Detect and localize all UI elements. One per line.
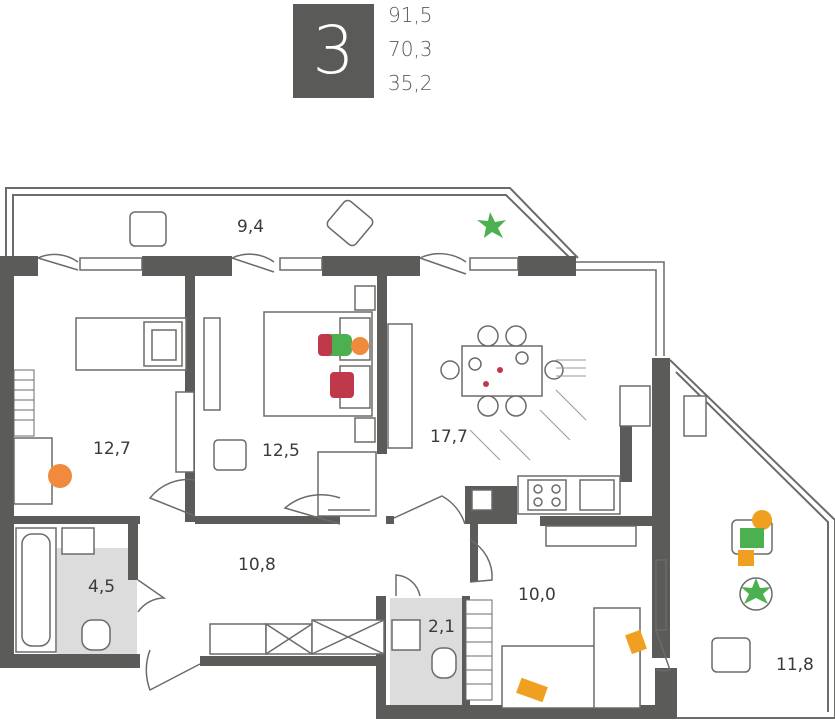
kitchen-counter	[517, 385, 651, 515]
room-label-kitchen-living: 17,7	[430, 427, 468, 447]
bed-single	[75, 317, 187, 371]
room-label-bedroom-right: 10,0	[518, 585, 556, 605]
windows	[79, 257, 667, 631]
nightstand-top	[354, 285, 376, 311]
wc-fixtures	[391, 619, 457, 679]
person-sleeping	[318, 334, 369, 398]
loggia-right-outline	[669, 359, 835, 719]
armchair-middle	[213, 439, 247, 471]
room-label-bedroom-middle: 12,5	[262, 441, 300, 461]
nightstand-bottom	[354, 417, 376, 443]
room-label-loggia-right: 11,8	[776, 655, 814, 675]
room-label-wc: 2,1	[428, 617, 455, 637]
fruit-2	[497, 367, 503, 373]
room-label-bathroom: 4,5	[88, 577, 115, 597]
fruit	[483, 381, 489, 387]
rooms-count: 3	[312, 12, 355, 89]
total-area: 91,5	[388, 3, 433, 27]
wardrobe-kitchen	[387, 323, 413, 449]
wardrobe-middle	[317, 451, 377, 517]
pillow-orange	[625, 629, 647, 655]
living-area: 70,3	[388, 37, 433, 61]
bed-double	[263, 311, 373, 417]
rug-kitchen	[469, 359, 587, 461]
rooms-count-badge: 3	[293, 4, 374, 98]
desk-left	[13, 437, 72, 505]
rooms-area: 35,2	[388, 71, 433, 95]
loggia-chair-3	[711, 637, 751, 673]
person-reading	[731, 510, 773, 566]
washbasin	[61, 527, 95, 555]
shelf-right	[545, 525, 637, 547]
tv-stand	[203, 317, 221, 411]
loggia-chair-2	[326, 199, 374, 247]
loggia-top-outline	[5, 187, 579, 259]
toilet-bathroom	[81, 619, 111, 651]
loggia-cabinet	[683, 395, 707, 437]
doors	[37, 252, 671, 692]
pillow-orange-2	[516, 677, 548, 703]
fridge-box	[471, 489, 493, 511]
potted-plant-icon	[739, 577, 773, 611]
bed-right	[501, 607, 641, 709]
bathtub	[15, 527, 57, 653]
room-label-bedroom-left: 12,7	[93, 439, 131, 459]
hall-wardrobe	[209, 619, 385, 655]
radiator-right	[465, 599, 493, 701]
radiator-left	[13, 369, 35, 437]
room-label-loggia-top: 9,4	[237, 217, 264, 237]
room-label-hall: 10,8	[238, 555, 276, 575]
plant-icon	[477, 212, 506, 238]
wardrobe-left	[175, 391, 195, 473]
loggia-chair-1	[129, 211, 167, 247]
